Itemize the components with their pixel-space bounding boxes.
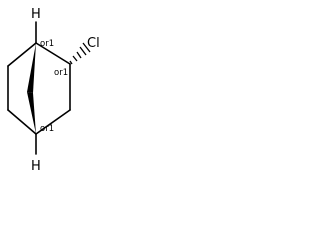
norbornyl-chloride-structure: H H Cl or1 or1 or1 (7, 7, 100, 174)
bond-c1-c7 (7, 42, 37, 67)
wedge-c4-bridge (27, 92, 36, 134)
bond-c3-c4 (35, 109, 71, 135)
bond-c1-c2 (35, 42, 71, 65)
skeleton-bonds (7, 42, 71, 135)
atom-label-chlorine: Cl (87, 36, 100, 51)
bond-c6-c4 (7, 109, 37, 135)
stereo-label-c4: or1 (40, 124, 54, 134)
stereo-label-c2: or1 (54, 68, 68, 78)
bridge-wedges (27, 43, 36, 134)
stereo-label-c1: or1 (40, 39, 54, 49)
wedge-c1-bridge (27, 43, 36, 93)
atom-label-h-bottom: H (31, 159, 41, 174)
atom-label-h-top: H (31, 7, 41, 22)
hashed-wedge-c2-cl (69, 42, 91, 65)
